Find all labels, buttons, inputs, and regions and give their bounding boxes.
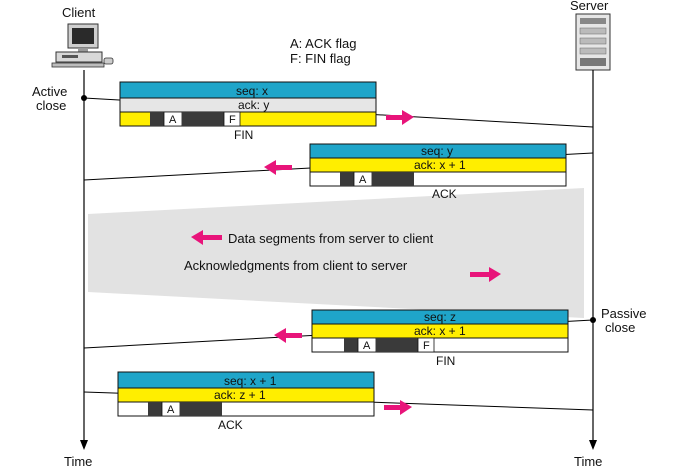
segment-ack-1: seq: y ack: x + 1 A ACK — [309, 143, 567, 201]
arrow-right-icon — [386, 110, 414, 125]
flag-f-cell — [417, 337, 435, 353]
flag-cell — [390, 338, 404, 352]
data-phase-area — [88, 188, 584, 318]
flag-cell — [376, 338, 390, 352]
client-computer-icon — [51, 23, 114, 68]
ack-text: ack: x + 1 — [414, 324, 466, 338]
client-label: Client — [62, 5, 96, 20]
passive-close-label-line1: Passive — [601, 306, 647, 321]
flag-cell — [196, 112, 210, 126]
flag-cell — [372, 172, 386, 186]
flag-cell — [148, 402, 162, 416]
server-label: Server — [570, 0, 609, 13]
seq-text: seq: z — [424, 310, 456, 324]
client-timeline-arrowhead — [80, 440, 88, 450]
ack-text: ack: y — [238, 98, 269, 112]
active-close-label-line2: close — [36, 98, 66, 113]
ack-arrow-right-icon — [470, 267, 501, 282]
flag-a-text: A — [363, 340, 371, 352]
segment-caption: ACK — [218, 418, 243, 432]
data-phase-line2: Acknowledgments from client to server — [184, 258, 408, 273]
flag-cell — [180, 402, 194, 416]
active-close-label-line1: Active — [32, 84, 67, 99]
server-timeline-arrowhead — [589, 440, 597, 450]
server-time-label: Time — [574, 454, 602, 469]
segment-fin-2: seq: z ack: x + 1 A F FIN — [311, 309, 569, 368]
legend-fin: F: FIN flag — [290, 51, 351, 66]
ack-text: ack: z + 1 — [214, 388, 266, 402]
arrow-right-icon — [384, 400, 412, 415]
flag-cell — [386, 172, 400, 186]
flag-cell — [210, 112, 224, 126]
flag-cell — [344, 338, 358, 352]
segment-ack-2: seq: x + 1 ack: z + 1 A ACK — [117, 371, 375, 432]
flag-f-cell — [223, 111, 241, 127]
server-icon — [575, 13, 611, 71]
flag-a-text: A — [167, 404, 175, 416]
arrow-left-icon — [264, 160, 292, 175]
seq-text: seq: x — [236, 84, 268, 98]
seq-text: seq: x + 1 — [224, 374, 277, 388]
flag-f-text: F — [423, 340, 430, 352]
flag-a-text: A — [359, 174, 367, 186]
flag-a-text: A — [169, 114, 177, 126]
flag-cell — [150, 112, 164, 126]
data-phase-line1: Data segments from server to client — [228, 231, 434, 246]
flag-cell — [404, 338, 418, 352]
flag-cell — [194, 402, 208, 416]
flag-cell — [182, 112, 196, 126]
legend-ack: A: ACK flag — [290, 36, 356, 51]
flag-f-text: F — [229, 114, 236, 126]
arrow-left-icon — [274, 328, 302, 343]
segment-caption: FIN — [234, 128, 253, 142]
flag-cell — [340, 172, 354, 186]
passive-close-label-line2: close — [605, 320, 635, 335]
flag-cell — [208, 402, 222, 416]
segment-caption: FIN — [436, 354, 455, 368]
client-time-label: Time — [64, 454, 92, 469]
ack-text: ack: x + 1 — [414, 158, 466, 172]
segment-caption: ACK — [432, 187, 457, 201]
segment-fin-1: seq: x ack: y A F FIN — [119, 81, 377, 142]
flag-cell — [400, 172, 414, 186]
seq-text: seq: y — [421, 144, 453, 158]
data-arrow-left-icon — [191, 230, 222, 245]
